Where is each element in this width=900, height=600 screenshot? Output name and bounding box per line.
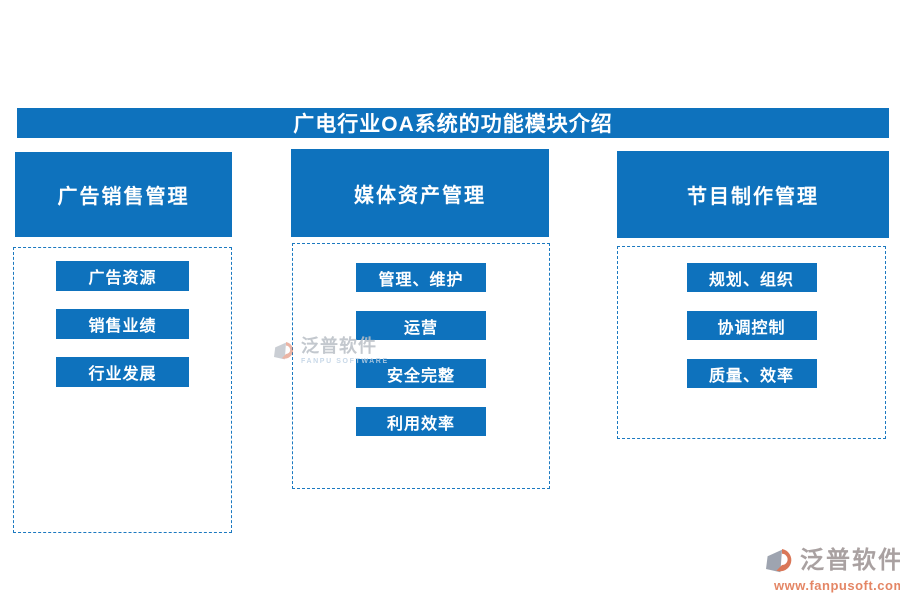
footer-brand: 泛普软件 [800, 547, 900, 574]
diagram-title: 广电行业OA系统的功能模块介绍 [17, 108, 889, 138]
module-item: 质量、效率 [686, 359, 817, 388]
column-header-media-assets: 媒体资产管理 [291, 149, 549, 237]
module-item: 运营 [356, 311, 486, 340]
module-item: 规划、组织 [686, 263, 817, 292]
module-item: 管理、维护 [356, 263, 486, 292]
module-item: 利用效率 [356, 407, 486, 436]
column-group-ad-sales: 广告资源 销售业绩 行业发展 [13, 247, 232, 533]
column-header-program-production: 节目制作管理 [617, 151, 889, 238]
column-group-media-assets: 管理、维护 运营 安全完整 利用效率 [292, 243, 550, 489]
fanpu-logo-icon [766, 549, 792, 573]
module-item: 广告资源 [56, 261, 189, 291]
footer-logo: 泛普软件 www.fanpusoft.com [766, 545, 900, 593]
footer-url: www.fanpusoft.com [774, 578, 900, 593]
module-item: 安全完整 [356, 359, 486, 388]
column-header-ad-sales: 广告销售管理 [15, 152, 232, 237]
module-item: 销售业绩 [56, 309, 189, 339]
module-item: 行业发展 [56, 357, 189, 387]
column-group-program-production: 规划、组织 协调控制 质量、效率 [617, 246, 886, 439]
module-item: 协调控制 [686, 311, 817, 340]
